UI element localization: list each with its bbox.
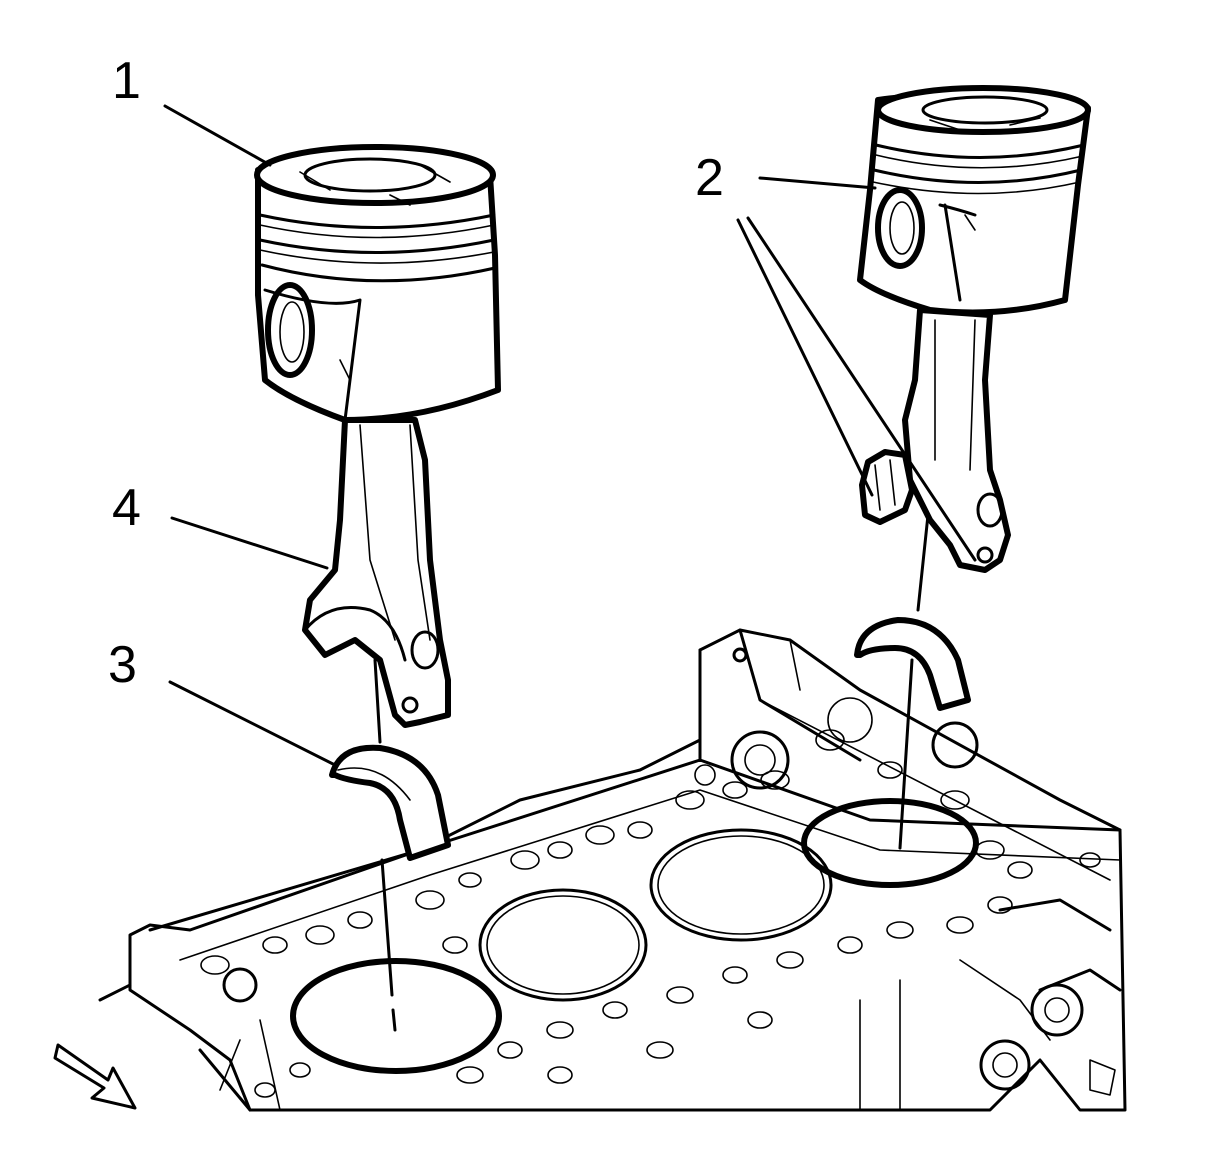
leader-2c — [746, 216, 977, 562]
bearing-shell-right — [854, 617, 971, 711]
callout-3: 3 — [108, 636, 137, 694]
callout-2: 2 — [695, 149, 724, 207]
direction-arrow-icon — [53, 1043, 137, 1110]
bearing-shell-left — [329, 744, 451, 861]
cylinder-bore-3 — [649, 828, 833, 942]
leader-3 — [168, 680, 337, 767]
piston-assembly-right — [857, 85, 1091, 573]
rod-cap-right — [859, 449, 915, 525]
leader-1 — [163, 104, 272, 167]
leader-lines — [163, 104, 977, 767]
leader-2a — [758, 176, 877, 190]
cylinder-bore-2 — [478, 888, 648, 1002]
cylinder-bore-4 — [801, 798, 979, 888]
leader-2b — [736, 218, 874, 497]
engine-block — [98, 628, 1127, 1112]
callout-1: 1 — [112, 52, 141, 110]
cylinder-bore-1 — [290, 958, 502, 1074]
alignment-guides — [373, 513, 930, 1032]
leader-4 — [170, 516, 329, 570]
callout-4: 4 — [112, 479, 141, 537]
piston-assembly-left — [254, 144, 501, 728]
